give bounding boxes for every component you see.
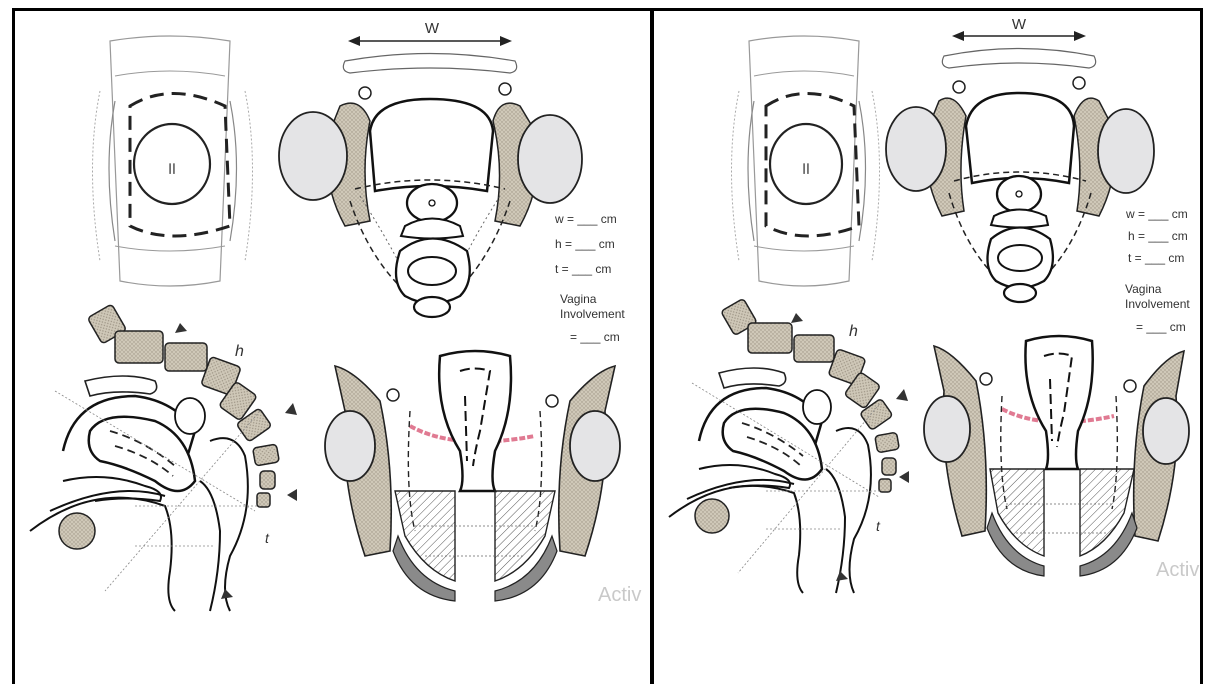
width-arrow-right-icon <box>500 36 512 46</box>
measurement-block: w = ___ cm h = ___ cm t = ___ cm Vagina … <box>1125 207 1190 334</box>
vagina-lumen-icon: ꞁꞁ <box>802 158 810 174</box>
width-arrow-left-icon <box>952 31 964 41</box>
arrow-icon <box>899 471 909 483</box>
sagittal-pelvis-view: h t <box>669 298 909 593</box>
pelvic-diagram-right: ꞁꞁ W <box>654 11 1200 683</box>
arrow-icon <box>221 589 233 599</box>
thickness-letter: t <box>265 530 270 546</box>
vagina-value: = ___ cm <box>1136 320 1186 334</box>
measurement-w: w = ___ cm <box>1125 207 1188 221</box>
sagittal-pelvis-view: h t <box>30 304 297 611</box>
arrow-icon <box>896 389 908 401</box>
axial-vagina-view: ꞁꞁ <box>93 36 253 286</box>
measurement-t: t = ___ cm <box>1128 251 1184 265</box>
watermark-text: Activ <box>1156 559 1199 581</box>
width-label: W <box>425 20 440 37</box>
arrow-icon <box>836 571 848 581</box>
arrow-icon <box>287 489 297 501</box>
diagram-panel-right: ꞁꞁ W <box>654 11 1200 683</box>
measurement-h: h = ___ cm <box>1128 229 1188 243</box>
measurement-h: h = ___ cm <box>555 237 615 251</box>
pelvic-diagram-left: ꞁꞁ W <box>15 11 650 683</box>
arrow-icon <box>791 313 803 323</box>
width-arrow-right-icon <box>1074 31 1086 41</box>
axial-vagina-view: ꞁꞁ <box>732 36 880 286</box>
coronal-pelvis-view: W <box>886 16 1154 302</box>
thickness-letter: t <box>876 518 881 534</box>
vagina-label-line2: Involvement <box>560 307 625 321</box>
frontal-pelvic-floor-view <box>325 351 620 601</box>
arrow-icon <box>285 403 297 415</box>
coronal-pelvis-view: W <box>279 20 582 317</box>
vagina-label-line1: Vagina <box>1125 282 1162 296</box>
height-letter: h <box>235 343 244 360</box>
width-label: W <box>1012 16 1027 33</box>
height-letter: h <box>849 323 858 340</box>
vagina-lumen-icon: ꞁꞁ <box>168 158 176 174</box>
frontal-pelvic-floor-view <box>924 336 1189 576</box>
width-arrow-left-icon <box>348 36 360 46</box>
vagina-label-line1: Vagina <box>560 292 597 306</box>
diagram-panel-left: ꞁꞁ W <box>15 11 650 683</box>
measurement-w: w = ___ cm <box>554 212 617 226</box>
vagina-value: = ___ cm <box>570 330 620 344</box>
measurement-t: t = ___ cm <box>555 262 611 276</box>
arrow-icon <box>175 323 187 333</box>
vagina-label-line2: Involvement <box>1125 297 1190 311</box>
measurement-block: w = ___ cm h = ___ cm t = ___ cm Vagina … <box>554 212 625 344</box>
watermark-text: Activ <box>598 584 641 606</box>
